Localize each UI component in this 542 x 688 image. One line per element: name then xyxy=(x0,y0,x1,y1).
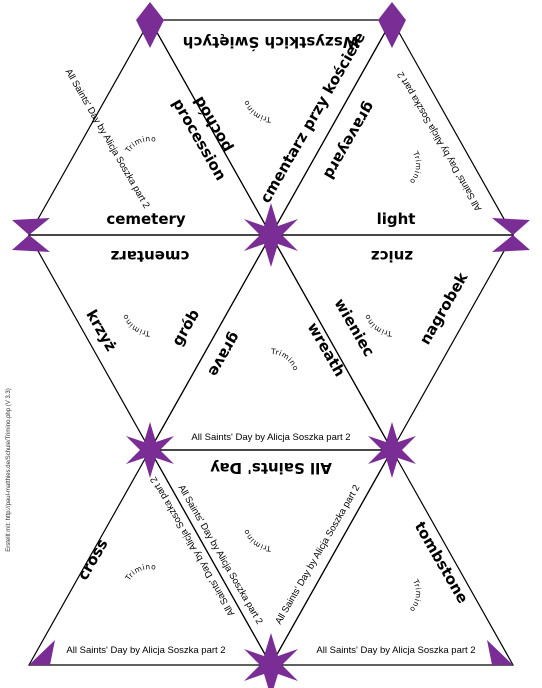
trimino-ring-8: Trimino xyxy=(122,552,159,591)
corner-right-lower xyxy=(492,235,530,252)
credit-bottom-right: All Saints' Day by Alicja Soszka part 2 xyxy=(316,645,475,656)
credit-bottom-left: All Saints' Day by Alicja Soszka part 2 xyxy=(66,645,225,656)
word-all-saints-day: All Saints' Day xyxy=(210,459,332,477)
triangle-bottom-left xyxy=(27,448,273,666)
word-znicz: znicz xyxy=(371,247,413,265)
corner-bottom-right xyxy=(487,640,513,665)
corner-accents xyxy=(12,2,530,688)
star-center-lower xyxy=(244,633,298,688)
word-grob: grób xyxy=(168,306,203,349)
trimino-ring-1: Trimino xyxy=(241,99,272,124)
word-grave: grave xyxy=(204,329,244,380)
star-top-right xyxy=(378,2,406,48)
trimino-ring-7: Trimino xyxy=(241,528,272,553)
word-graveyard: graveyard xyxy=(320,99,379,183)
credit-mid-center: All Saints' Day by Alicja Soszka part 2 xyxy=(191,432,350,443)
word-cemetery: cemetery xyxy=(106,210,186,228)
word-wreath: wreath xyxy=(304,319,349,379)
corner-left-upper xyxy=(12,218,50,235)
corner-right-upper xyxy=(492,218,530,235)
star-right-mid xyxy=(368,422,416,478)
word-light: light xyxy=(377,210,416,228)
word-krzyz: krzyż xyxy=(82,307,120,355)
word-nagrobek: nagrobek xyxy=(416,268,472,347)
edge-words: Wszystkich Świętych pochód procession cm… xyxy=(74,29,472,607)
trimino-ring-9: Trimino xyxy=(396,576,433,615)
word-cmentarz-przy-kosciele: cmentarz przy kościele xyxy=(256,29,369,206)
star-center-upper xyxy=(244,203,298,267)
trimino-ring-5: Trimino xyxy=(270,347,301,372)
trimino-ring-2: Trimino xyxy=(122,124,159,163)
triangle-outlines xyxy=(27,18,515,667)
word-title: Wszystkich Świętych xyxy=(183,33,359,52)
triangle-bottom-center xyxy=(148,449,394,667)
star-left-mid xyxy=(126,422,174,478)
corner-left-lower xyxy=(12,235,50,252)
star-top-left xyxy=(136,2,164,48)
credit-top-right: All Saints' Day by Alicja Soszka part 2 xyxy=(395,70,484,213)
word-cmentarz: cmentarz xyxy=(110,247,189,265)
triangle-mid-right xyxy=(269,234,515,452)
word-cross: cross xyxy=(74,536,112,584)
credit-bottom-center-right: All Saints' Day by Alicja Soszka part 2 xyxy=(273,483,362,626)
corner-bottom-left xyxy=(29,640,55,665)
generator-note: Erstellt mit: http://paul-matthies.de/Sc… xyxy=(6,388,12,552)
trimino-ring-3: Trimino xyxy=(396,148,433,187)
trimino-ring-4: Trimino xyxy=(120,313,151,338)
triangle-bottom-right xyxy=(269,448,515,666)
